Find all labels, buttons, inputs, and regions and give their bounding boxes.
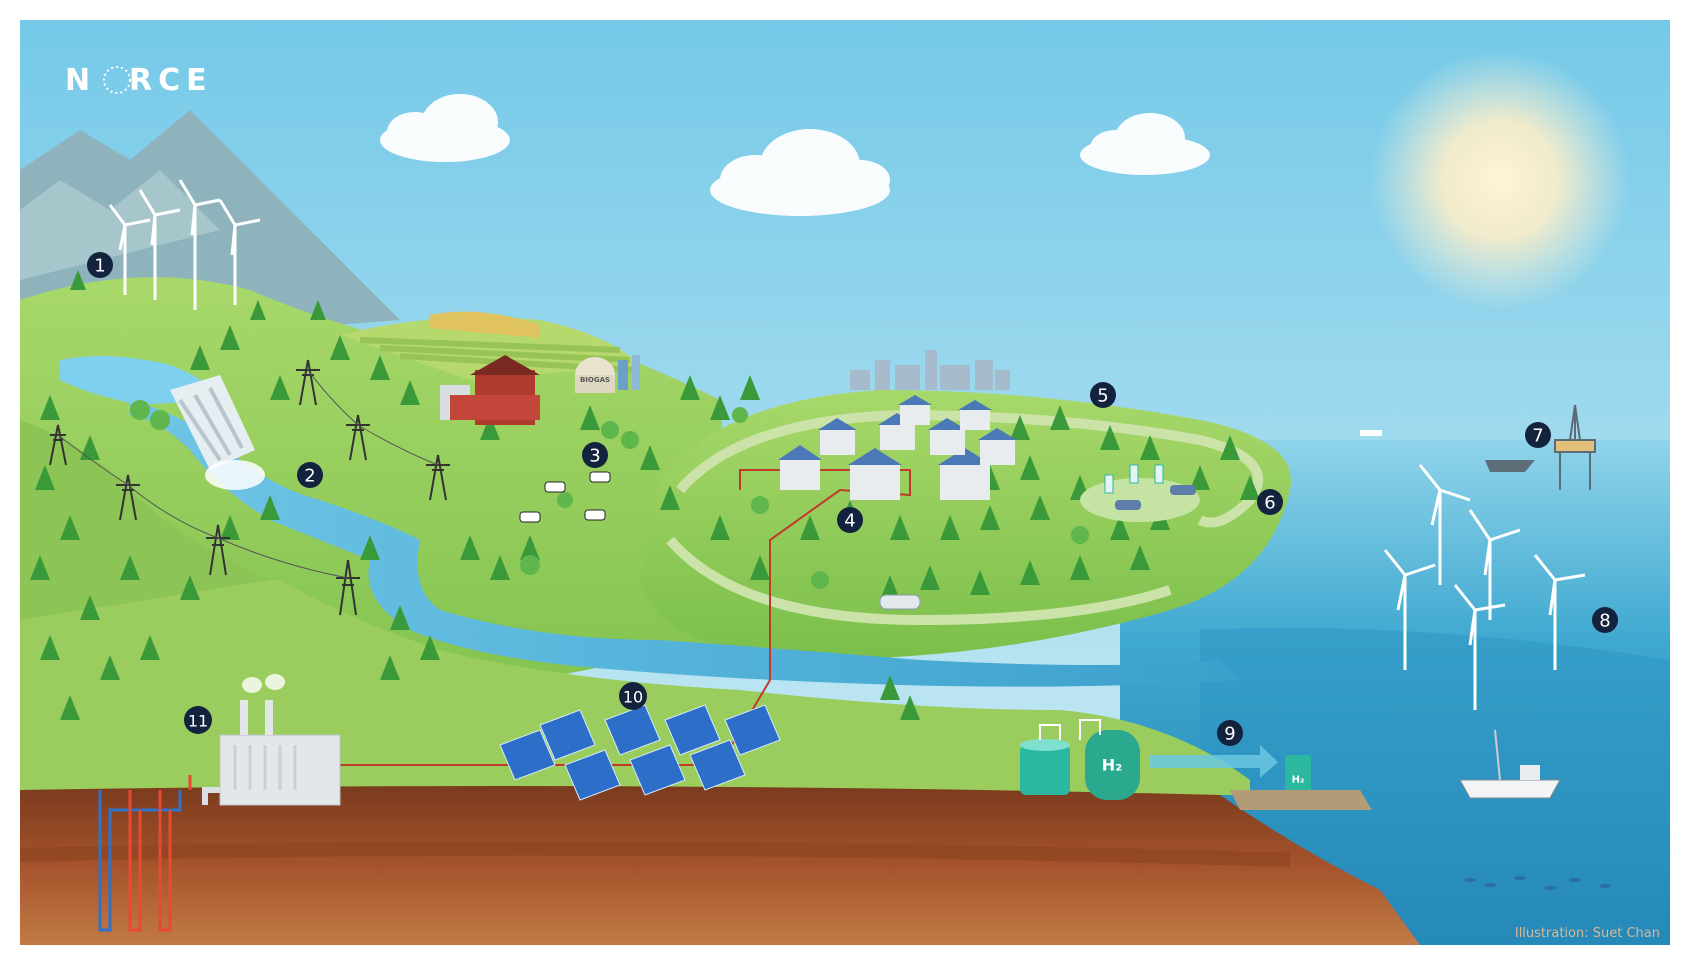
svg-text:9: 9 — [1224, 724, 1235, 745]
svg-text:5: 5 — [1097, 386, 1108, 407]
marker-4: 4 — [837, 507, 863, 533]
offshore-wind-turbines — [1383, 464, 1586, 710]
svg-text:10: 10 — [623, 688, 643, 707]
svg-text:11: 11 — [188, 712, 208, 731]
wheat-field — [430, 311, 540, 338]
svg-text:2: 2 — [304, 466, 315, 487]
marker-10: 10 — [619, 682, 647, 710]
h2-tank-label: H₂ — [1102, 756, 1122, 775]
illustration-credit: Illustration: Suet Chan — [1515, 926, 1660, 941]
marker-1: 1 — [87, 252, 113, 278]
pier — [1230, 790, 1372, 810]
fish — [1464, 876, 1611, 890]
power-pylons — [49, 359, 450, 616]
svg-text:8: 8 — [1599, 611, 1610, 632]
fishing-boat — [1459, 729, 1561, 799]
svg-text:4: 4 — [844, 511, 855, 532]
svg-text:6: 6 — [1264, 493, 1275, 514]
sun — [1370, 50, 1630, 310]
marker-6: 6 — [1257, 489, 1283, 515]
h2-pump-label: H₂ — [1292, 775, 1305, 786]
geothermal-pipes — [98, 775, 192, 932]
town-houses — [778, 395, 1017, 500]
city-skyline — [850, 350, 1010, 390]
logo-sun-icon — [103, 66, 131, 94]
svg-text:7: 7 — [1532, 426, 1543, 447]
car — [879, 594, 921, 610]
hydrogen-plant: H₂ — [1020, 719, 1140, 800]
cows — [519, 471, 611, 523]
river — [130, 400, 1240, 687]
marker-9: 9 — [1217, 720, 1243, 746]
ship-far — [1360, 430, 1382, 436]
logo-text: N RCE — [65, 63, 213, 98]
cloud — [1080, 113, 1210, 175]
oil-platform — [1554, 404, 1596, 490]
hydrogen-flow-arrow — [1150, 745, 1278, 778]
marker-11: 11 — [184, 706, 212, 734]
biogas-label: BIOGAS — [580, 376, 610, 384]
power-plant — [202, 674, 341, 806]
ev-charging-station — [1080, 464, 1200, 522]
mountain-range — [20, 170, 220, 280]
power-cable — [269, 469, 911, 766]
underground-soil — [20, 786, 1420, 945]
marker-5: 5 — [1090, 382, 1116, 408]
energy-landscape-illustration: BIOGAS — [20, 20, 1670, 945]
marker-3: 3 — [582, 442, 608, 468]
cloud — [380, 94, 510, 162]
biogas-plant: BIOGAS — [575, 355, 640, 393]
hydrogen-pump: H₂ — [1285, 755, 1311, 795]
svg-text:1: 1 — [94, 256, 105, 277]
svg-text:3: 3 — [589, 446, 600, 467]
farm-barn — [440, 355, 540, 425]
supply-ship — [1485, 460, 1535, 472]
forest — [30, 270, 1260, 720]
marker-8: 8 — [1592, 607, 1618, 633]
solar-panels — [499, 704, 781, 801]
norce-logo: N RCE — [65, 63, 213, 98]
cloud — [710, 129, 890, 216]
onshore-wind-turbines — [108, 179, 261, 310]
marker-7: 7 — [1525, 422, 1551, 448]
hydropower-dam — [170, 375, 265, 490]
marker-2: 2 — [297, 462, 323, 488]
